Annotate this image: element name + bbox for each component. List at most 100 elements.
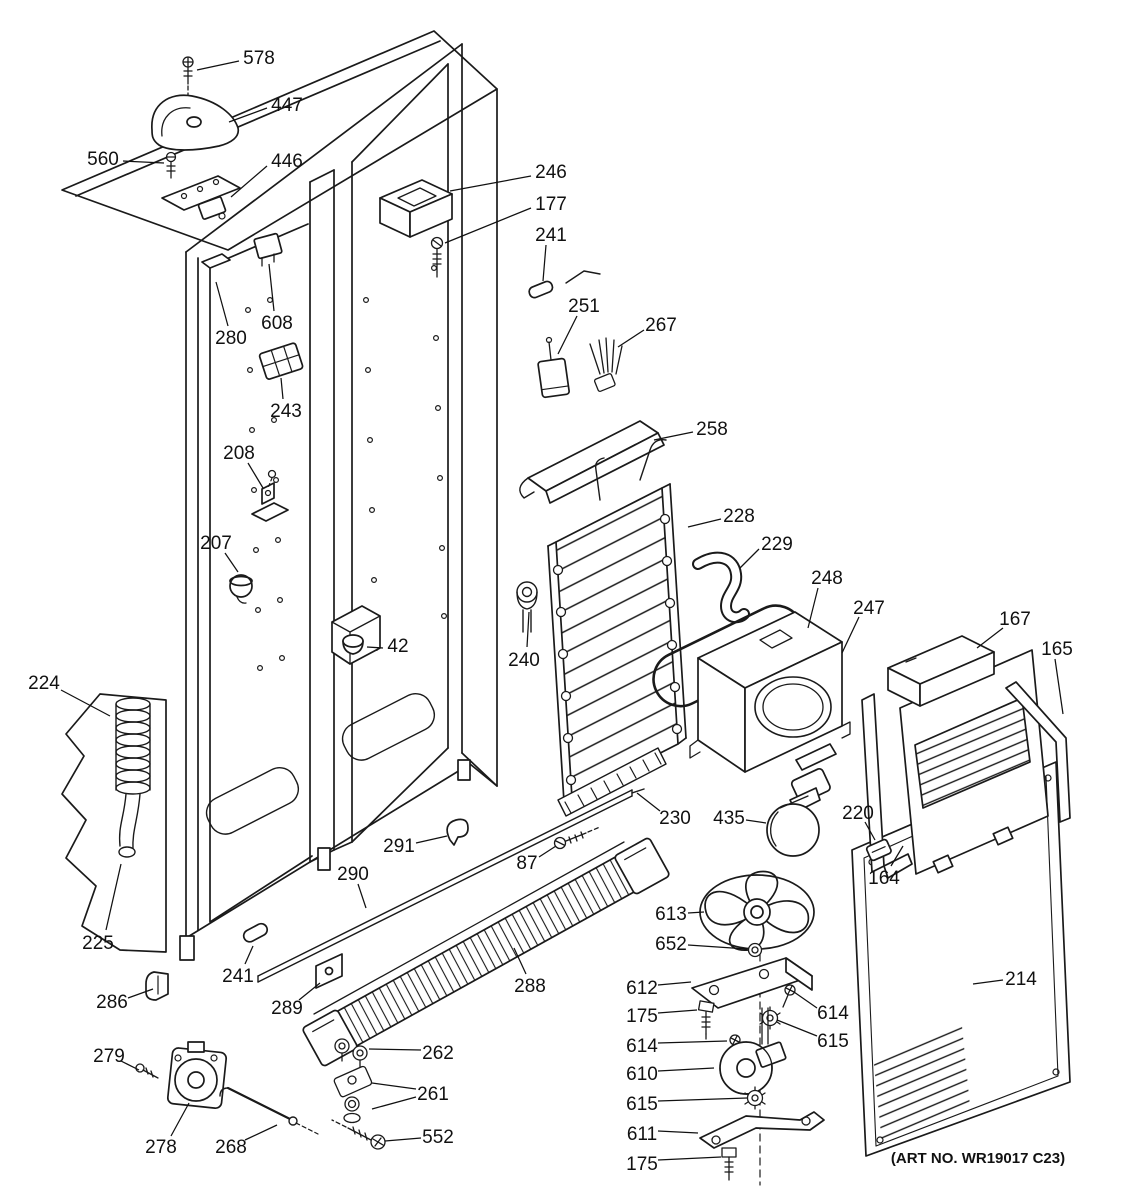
part-label-552: 552 xyxy=(422,1127,454,1148)
leader-line-229 xyxy=(739,548,760,569)
rear-panels xyxy=(851,635,1071,1157)
floor-pan-recess xyxy=(205,692,436,835)
clip-280 xyxy=(201,253,231,269)
part-label-280: 280 xyxy=(215,328,247,349)
tube-sleeve-241 xyxy=(242,922,269,943)
screw-87 xyxy=(553,826,601,850)
part-label-578: 578 xyxy=(243,48,275,69)
leader-line-435 xyxy=(745,819,767,824)
leader-line-251 xyxy=(557,315,578,355)
leader-line-208 xyxy=(247,462,264,489)
leader-line-286 xyxy=(127,988,154,999)
leader-line-165 xyxy=(1054,658,1064,715)
screw-560 xyxy=(165,151,177,179)
leader-line-614 xyxy=(793,991,818,1009)
leader-line-246 xyxy=(449,175,532,192)
condenser-fan-assembly xyxy=(691,870,825,1186)
drain-trough-230 xyxy=(557,747,667,817)
water-tank-coil xyxy=(115,697,151,795)
part-label-175: 175 xyxy=(626,1006,658,1027)
corner-trim-165 xyxy=(1005,681,1071,823)
leader-line-224 xyxy=(60,689,111,717)
part-label-243: 243 xyxy=(270,401,302,422)
leader-line-288 xyxy=(513,947,527,975)
leader-line-615 xyxy=(776,1019,818,1037)
part-label-288: 288 xyxy=(514,976,546,997)
part-label-291: 291 xyxy=(383,836,415,857)
part-label-610: 610 xyxy=(626,1064,658,1085)
leader-line-167 xyxy=(976,627,1004,649)
leader-line-552 xyxy=(384,1137,422,1142)
leader-line-262 xyxy=(368,1048,422,1051)
washer-615-a xyxy=(759,1006,781,1030)
thermostat-251 xyxy=(537,336,570,399)
grille-plate-243 xyxy=(258,342,304,380)
leader-line-164 xyxy=(890,845,904,867)
leader-line-278 xyxy=(170,1102,190,1137)
screw-578 xyxy=(182,56,194,97)
part-label-214: 214 xyxy=(1005,969,1037,990)
part-label-613: 613 xyxy=(655,904,687,925)
part-label-220: 220 xyxy=(842,803,874,824)
bracket-stack-261 xyxy=(333,1065,373,1124)
leader-line-175 xyxy=(657,1009,698,1014)
leader-line-214 xyxy=(972,979,1004,985)
part-label-230: 230 xyxy=(659,808,691,829)
part-label-614: 614 xyxy=(626,1036,658,1057)
air-duct-258 xyxy=(519,420,665,504)
leader-line-87 xyxy=(538,845,557,858)
drain-tube xyxy=(257,788,645,983)
leader-line-267 xyxy=(617,329,645,348)
leader-line-613 xyxy=(687,911,705,914)
timer-motor-assembly xyxy=(135,1041,319,1135)
leader-line-280 xyxy=(215,281,229,327)
part-label-208: 208 xyxy=(223,443,255,464)
leader-line-446 xyxy=(230,165,268,198)
part-label-246: 246 xyxy=(535,162,567,183)
leader-line-241 xyxy=(244,945,254,965)
part-label-248: 248 xyxy=(811,568,843,589)
hose-229 xyxy=(692,551,750,624)
water-tube-outlet xyxy=(118,793,141,858)
part-label-614: 614 xyxy=(817,1003,849,1024)
leader-line-258 xyxy=(653,431,694,441)
part-label-262: 262 xyxy=(422,1043,454,1064)
leader-line-612 xyxy=(657,981,692,986)
art-number: (ART NO. WR19017 C23) xyxy=(891,1150,1065,1167)
fan-shroud-assembly xyxy=(652,604,851,857)
part-label-615: 615 xyxy=(817,1031,849,1052)
bolt-175-a xyxy=(697,1000,715,1040)
part-label-258: 258 xyxy=(696,419,728,440)
cover-box-167 xyxy=(887,635,995,707)
lamp-assembly-435 xyxy=(766,743,837,857)
leader-line-261 xyxy=(371,1096,417,1110)
part-label-175: 175 xyxy=(626,1154,658,1175)
evaporator-assembly xyxy=(516,420,750,817)
leader-line-614 xyxy=(657,1040,728,1044)
duct-end-cap-right xyxy=(614,837,670,895)
hinge-cover-447 xyxy=(151,94,240,151)
clip-220 xyxy=(865,838,892,862)
part-label-42: 42 xyxy=(387,636,408,657)
leader-line-291 xyxy=(415,835,448,844)
part-label-560: 560 xyxy=(87,149,119,170)
part-label-241: 241 xyxy=(535,225,567,246)
top-hinge-parts xyxy=(151,56,241,220)
leader-line-652 xyxy=(687,944,748,950)
mounting-bracket-289 xyxy=(315,953,343,989)
part-label-247: 247 xyxy=(853,598,885,619)
part-label-268: 268 xyxy=(215,1137,247,1158)
leader-line-279 xyxy=(120,1060,140,1071)
condenser-duct-assembly xyxy=(242,818,670,1150)
grommet-240 xyxy=(516,581,538,633)
leader-line-220 xyxy=(864,821,876,841)
leader-line-289 xyxy=(298,982,321,1001)
grommets-262 xyxy=(334,1038,368,1069)
part-label-229: 229 xyxy=(761,534,793,555)
part-label-615: 615 xyxy=(626,1094,658,1115)
part-label-267: 267 xyxy=(645,315,677,336)
leader-line-608 xyxy=(268,263,275,312)
leader-line-230 xyxy=(636,792,661,812)
